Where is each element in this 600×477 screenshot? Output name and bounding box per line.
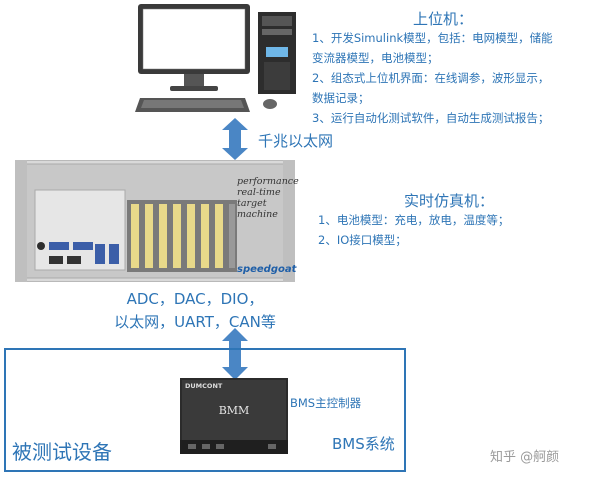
rt-title: 实时仿真机： xyxy=(404,192,495,210)
io-link-arrow xyxy=(222,328,248,380)
rt-line-2: 2、IO接口模型； xyxy=(318,233,407,247)
interface-line-1: ADC，DAC，DIO， xyxy=(126,290,264,308)
dut-label: 被测试设备 xyxy=(12,440,112,464)
panel-text-line-3: target xyxy=(237,198,267,209)
ethernet-link-label: 千兆以太网 xyxy=(258,132,334,150)
bms-brand: DUMCONT xyxy=(185,382,223,390)
panel-text-line-4: machine xyxy=(237,209,278,220)
ethernet-link-arrow xyxy=(222,118,248,160)
rt-line-1: 1、电池模型：充电，放电，温度等； xyxy=(318,213,510,227)
dut-box xyxy=(4,348,406,472)
panel-text-line-1: performance xyxy=(237,176,299,187)
host-title: 上位机： xyxy=(413,10,474,28)
bms-device: DUMCONT BMM xyxy=(180,378,288,454)
bms-controller-label: BMS主控制器 xyxy=(290,396,362,410)
rt-description: 1、电池模型：充电，放电，温度等； 2、IO接口模型； xyxy=(318,210,588,250)
bms-box-label: BMM xyxy=(218,404,250,417)
host-line-5: 3、运行自动化测试软件，自动生成测试报告； xyxy=(312,111,550,125)
host-line-4: 数据记录； xyxy=(312,91,370,105)
panel-text: performance real-time target machine xyxy=(237,176,299,220)
interface-line-2: 以太网，UART，CAN等 xyxy=(114,313,276,331)
interface-label: ADC，DAC，DIO， 以太网，UART，CAN等 xyxy=(95,288,295,334)
panel-text-line-2: real-time xyxy=(237,187,281,198)
realtime-target-machine: performance real-time target machine spe… xyxy=(14,159,299,283)
host-description: 1、开发Simulink模型，包括：电网模型，储能 变流器模型，电池模型； 2、… xyxy=(312,28,597,128)
speedgoat-brand: speedgoat xyxy=(237,264,297,275)
host-line-2: 变流器模型，电池模型； xyxy=(312,51,439,65)
bms-system-label: BMS系统 xyxy=(332,435,395,453)
watermark: 知乎 @舸颜 xyxy=(490,450,560,465)
host-line-1: 1、开发Simulink模型，包括：电网模型，储能 xyxy=(312,31,553,45)
host-line-3: 2、组态式上位机界面：在线调参，波形显示， xyxy=(312,71,550,85)
host-pc-illustration xyxy=(130,2,300,117)
